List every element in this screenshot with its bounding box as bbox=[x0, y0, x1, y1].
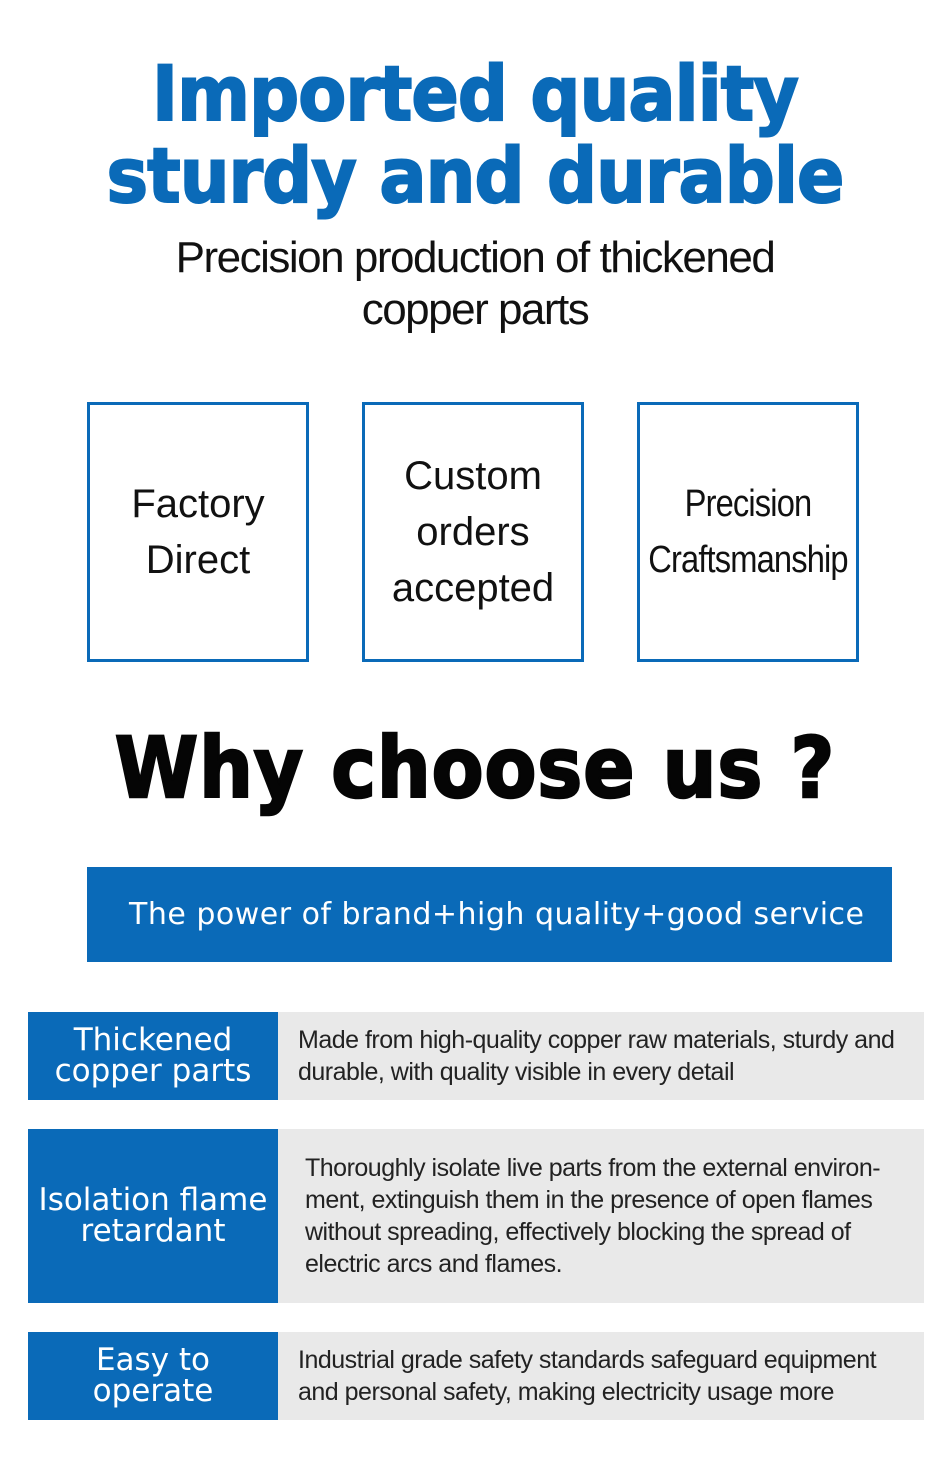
feature-box-custom-orders: Custom orders accepted bbox=[362, 402, 584, 662]
subtitle-line-2: copper parts bbox=[361, 285, 590, 334]
row-label-line: Thickened bbox=[73, 1022, 233, 1058]
feature-row-isolation-flame-retardant: Isolation flame retardant Thoroughly iso… bbox=[28, 1129, 924, 1303]
headline-line-1: Imported quality bbox=[151, 48, 800, 139]
feature-label-line: Custom bbox=[404, 454, 542, 498]
feature-label-line: Craftsmanship bbox=[648, 539, 848, 581]
feature-box-factory-direct: Factory Direct bbox=[87, 402, 309, 662]
feature-label-line: Precision bbox=[684, 483, 813, 525]
feature-row-easy-to-operate: Easy to operate Industrial grade safety … bbox=[28, 1332, 924, 1420]
feature-label-line: accepted bbox=[391, 566, 555, 610]
feature-label-line: orders bbox=[416, 510, 530, 554]
row-description-line: electric arcs and flames. bbox=[305, 1250, 563, 1278]
brand-quality-service-banner: The power of brand+high quality+good ser… bbox=[87, 867, 892, 962]
feature-label-line: Direct bbox=[145, 538, 251, 582]
row-description-line: without spreading, effectively blocking … bbox=[305, 1218, 851, 1246]
row-label: Isolation flame retardant bbox=[28, 1129, 278, 1303]
row-description-line: Made from high-quality copper raw materi… bbox=[298, 1026, 895, 1054]
headline-line-2: sturdy and durable bbox=[106, 130, 846, 221]
row-label-line: Easy to operate bbox=[92, 1342, 214, 1409]
feature-box-precision-craftsmanship: Precision Craftsmanship bbox=[637, 402, 859, 662]
row-label: Thickened copper parts bbox=[28, 1012, 278, 1100]
subtitle: Precision production of thickened copper… bbox=[0, 232, 950, 336]
row-description-line: durable, with quality visible in every d… bbox=[298, 1058, 735, 1086]
row-label: Easy to operate bbox=[28, 1332, 278, 1420]
feature-row-thickened-copper: Thickened copper parts Made from high-qu… bbox=[28, 1012, 924, 1100]
row-label-line: Isolation flame bbox=[38, 1182, 268, 1218]
row-label-line: retardant bbox=[80, 1213, 226, 1249]
row-description-line: Thoroughly isolate live parts from the e… bbox=[305, 1154, 881, 1182]
row-description-line: Industrial grade safety standards safegu… bbox=[298, 1346, 877, 1374]
row-description: Industrial grade safety standards safegu… bbox=[278, 1332, 924, 1420]
feature-label-line: Factory bbox=[131, 482, 265, 526]
subtitle-line-1: Precision production of thickened bbox=[175, 233, 776, 282]
row-description-line: and personal safety, making electricity … bbox=[298, 1378, 834, 1406]
why-choose-us-title: Why choose us ? bbox=[114, 718, 836, 819]
row-label-line: copper parts bbox=[54, 1053, 252, 1089]
row-description-line: ment, extinguish them in the presence of… bbox=[305, 1186, 873, 1214]
row-description: Thoroughly isolate live parts from the e… bbox=[278, 1129, 924, 1303]
row-description: Made from high-quality copper raw materi… bbox=[278, 1012, 924, 1100]
